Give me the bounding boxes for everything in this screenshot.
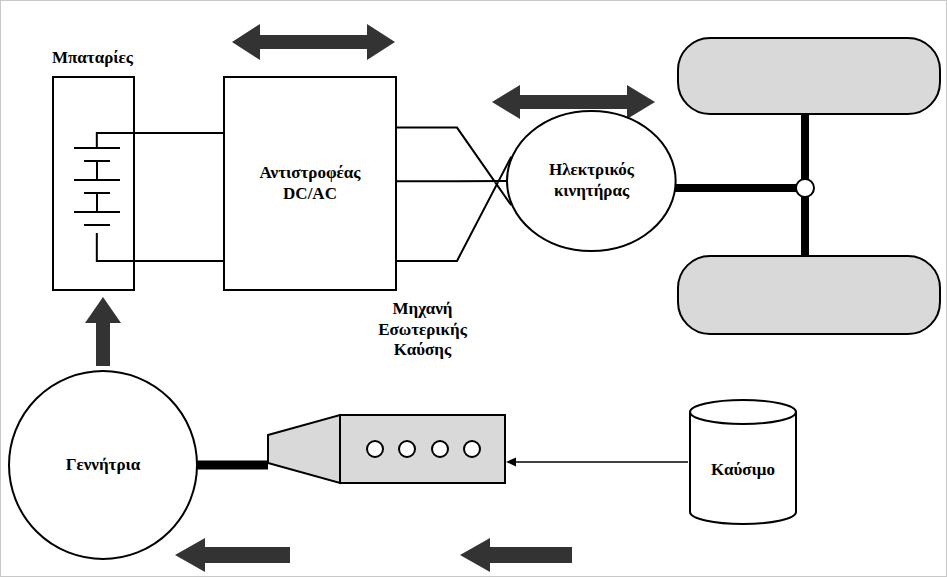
circle-node: Ηλεκτρικός κινητήρας <box>506 110 677 252</box>
circle-shape <box>507 111 676 251</box>
tank-body <box>690 412 796 524</box>
wheel <box>678 256 940 334</box>
battery-plate <box>74 179 120 181</box>
circle-shape <box>9 371 197 559</box>
power-arrow <box>85 297 121 366</box>
engine-cylinder <box>367 441 383 457</box>
flow-arrow <box>175 538 290 572</box>
node-label: Μπαταρίες <box>40 48 145 69</box>
node-texts: Μηχανή Εσωτερικής Καύσης <box>265 295 510 361</box>
engine-cylinder <box>432 441 448 457</box>
shaft <box>194 461 268 470</box>
node-label: Καύσιμο <box>711 460 775 481</box>
engine-cylinder <box>464 441 480 457</box>
battery-link <box>96 193 98 212</box>
drive-shaft <box>660 184 805 192</box>
connector <box>194 465 268 466</box>
node-texts: Ηλεκτρικός κινητήρας <box>520 160 663 201</box>
node-texts: Μπαταρίες <box>40 46 145 69</box>
cylinder-node: Καύσιμο <box>688 398 798 526</box>
engine-nose <box>268 415 340 483</box>
connector <box>97 133 223 261</box>
tank-top <box>690 400 796 424</box>
engine-node: Μηχανή Εσωτερικής Καύσης <box>265 295 510 487</box>
engine-cylinder <box>399 441 415 457</box>
differential <box>796 179 814 197</box>
connector <box>506 457 688 466</box>
node-label: Ηλεκτρικός κινητήρας <box>520 160 663 201</box>
battery-plate <box>74 211 120 213</box>
node-label: Μηχανή Εσωτερικής Καύσης <box>378 299 467 361</box>
fuel-line <box>514 461 688 463</box>
connector <box>85 297 121 366</box>
box-node: Αντιστροφέας DC/AC <box>223 76 397 291</box>
engine-block <box>340 415 505 483</box>
arrow-head <box>506 457 516 466</box>
node-texts: Αντιστροφέας DC/AC <box>233 163 387 204</box>
engine-body <box>265 413 510 485</box>
wire <box>397 128 511 261</box>
battery-node: Μπαταρίες <box>40 46 145 293</box>
circle-node: Γεννήτρια <box>8 370 198 560</box>
wire <box>97 133 223 261</box>
battery-housing <box>52 76 135 291</box>
node-texts: Καύσιμο <box>711 460 775 481</box>
node-label: Αντιστροφέας DC/AC <box>233 163 387 204</box>
battery-plate <box>84 224 110 226</box>
node-texts: Γεννήτρια <box>66 455 141 476</box>
battery-symbol <box>74 148 120 225</box>
wheel <box>678 38 940 114</box>
flow-double-arrow <box>232 24 395 60</box>
flow-arrow <box>460 538 572 572</box>
node-label: Γεννήτρια <box>66 455 141 476</box>
battery-link <box>96 161 98 180</box>
connector <box>397 128 511 261</box>
